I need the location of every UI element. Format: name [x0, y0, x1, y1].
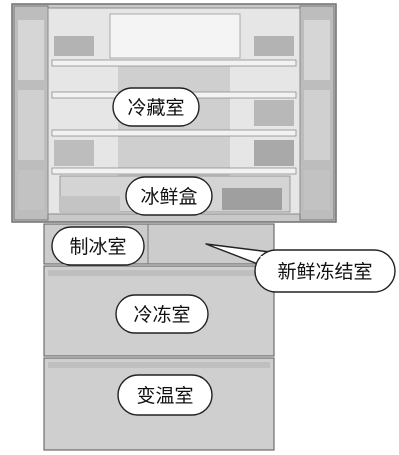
callout-fresh: 新鲜冻结室: [205, 243, 396, 293]
label-fresh: 新鲜冻结室: [277, 261, 372, 283]
callout-freezer: 冷冻室: [115, 294, 209, 334]
label-fridge: 冷藏室: [127, 97, 184, 119]
callout-variable: 变温室: [117, 374, 213, 416]
label-variable: 变温室: [136, 385, 193, 407]
shelf: [51, 59, 297, 67]
label-crisper: 冰鲜盒: [140, 186, 197, 208]
label-ice: 制冰室: [69, 236, 126, 258]
callout-ice: 制冰室: [51, 226, 145, 266]
callout-crisper: 冰鲜盒: [125, 176, 213, 216]
shelf: [51, 167, 297, 175]
shelf: [51, 129, 297, 137]
callout-fridge: 冷藏室: [112, 87, 200, 127]
label-freezer: 冷冻室: [133, 304, 190, 326]
